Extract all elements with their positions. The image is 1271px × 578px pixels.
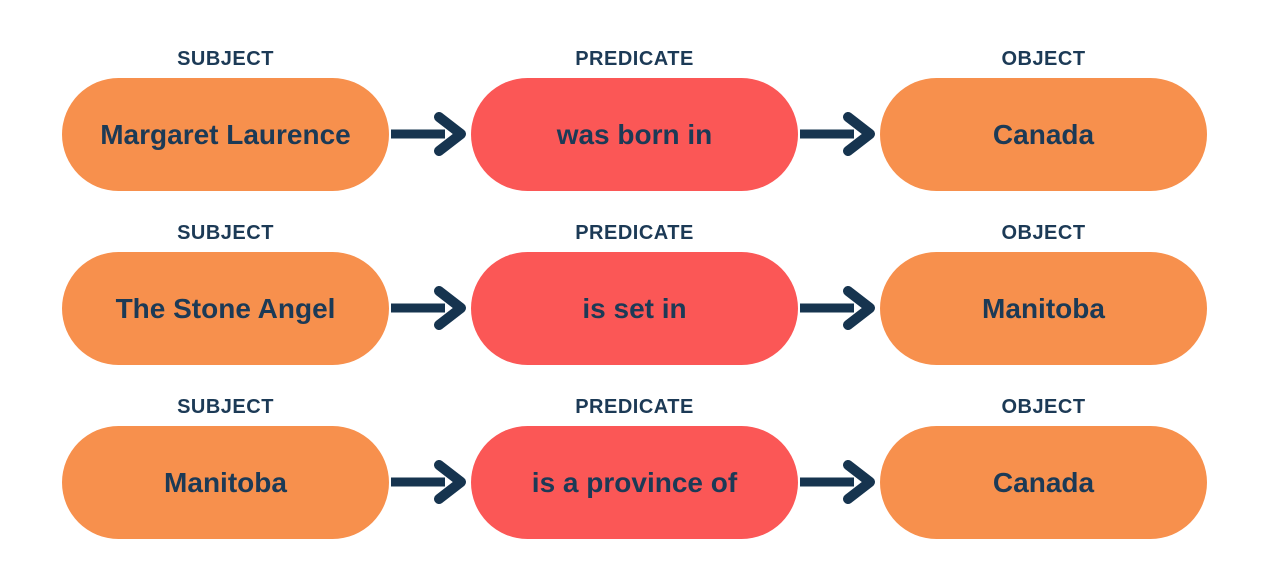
subject-node: SUBJECT Manitoba [62, 394, 389, 539]
object-pill: Canada [880, 78, 1207, 191]
column-header-subject: SUBJECT [177, 48, 274, 70]
column-header-predicate: PREDICATE [575, 48, 694, 70]
predicate-pill: was born in [471, 78, 798, 191]
object-node: OBJECT Manitoba [880, 220, 1207, 365]
subject-pill: Margaret Laurence [62, 78, 389, 191]
subject-pill: The Stone Angel [62, 252, 389, 365]
object-node: OBJECT Canada [880, 394, 1207, 539]
object-node: OBJECT Canada [880, 46, 1207, 191]
predicate-node: PREDICATE is a province of [471, 394, 798, 539]
arrow-right-icon [389, 286, 471, 330]
arrow-right-icon [798, 460, 880, 504]
predicate-pill: is a province of [471, 426, 798, 539]
column-header-object: OBJECT [1001, 222, 1086, 244]
arrow-right-icon [389, 112, 471, 156]
column-header-object: OBJECT [1001, 48, 1086, 70]
predicate-node: PREDICATE was born in [471, 46, 798, 191]
column-header-predicate: PREDICATE [575, 222, 694, 244]
column-header-predicate: PREDICATE [575, 396, 694, 418]
arrow-right-icon [389, 460, 471, 504]
arrow-right-icon [798, 112, 880, 156]
object-pill: Manitoba [880, 252, 1207, 365]
triple-row: SUBJECT Margaret Laurence PREDICATE was … [62, 46, 1271, 191]
column-header-subject: SUBJECT [177, 222, 274, 244]
triple-row: SUBJECT Manitoba PREDICATE is a province… [62, 394, 1271, 539]
subject-node: SUBJECT Margaret Laurence [62, 46, 389, 191]
triple-row: SUBJECT The Stone Angel PREDICATE is set… [62, 220, 1271, 365]
predicate-pill: is set in [471, 252, 798, 365]
subject-pill: Manitoba [62, 426, 389, 539]
column-header-object: OBJECT [1001, 396, 1086, 418]
column-header-subject: SUBJECT [177, 396, 274, 418]
object-pill: Canada [880, 426, 1207, 539]
arrow-right-icon [798, 286, 880, 330]
subject-node: SUBJECT The Stone Angel [62, 220, 389, 365]
predicate-node: PREDICATE is set in [471, 220, 798, 365]
